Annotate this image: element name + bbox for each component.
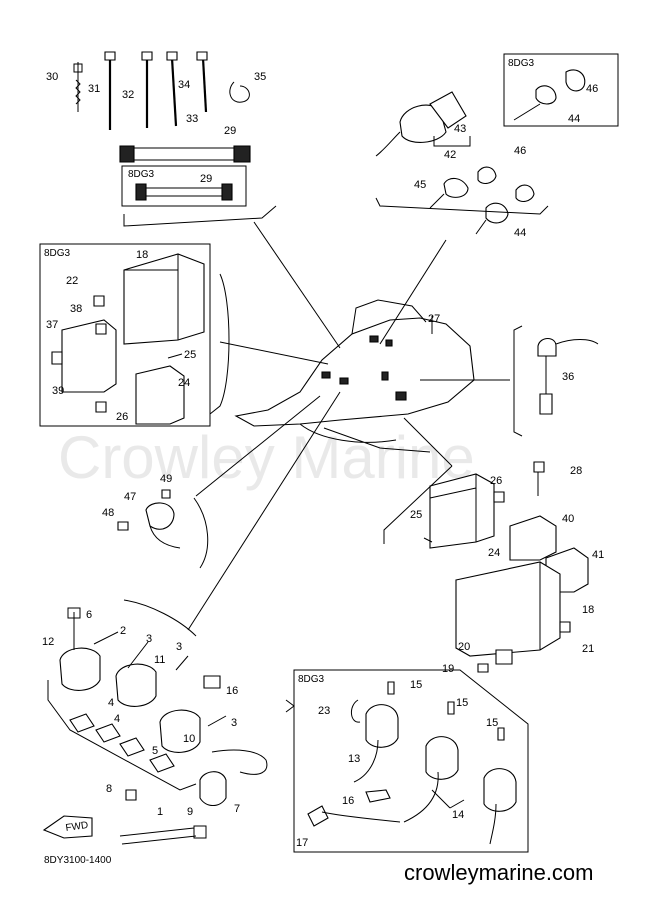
fwd-label: FWD <box>65 820 89 834</box>
callout-22: 22 <box>66 275 78 287</box>
callout-45: 45 <box>414 179 426 191</box>
callout-49: 49 <box>160 473 172 485</box>
callout-29: 29 <box>224 125 236 137</box>
callout-1: 1 <box>157 806 163 818</box>
callout-16: 16 <box>226 685 238 697</box>
callout-28: 28 <box>570 465 582 477</box>
callout-35: 35 <box>254 71 266 83</box>
callout-19: 19 <box>442 663 454 675</box>
callout-3: 3 <box>146 633 152 645</box>
callout-24: 24 <box>178 377 190 389</box>
website-label: crowleymarine.com <box>404 860 594 885</box>
callout-33: 33 <box>186 113 198 125</box>
callout-20: 20 <box>458 641 470 653</box>
callout-46: 46 <box>586 83 598 95</box>
callout-15: 15 <box>456 697 468 709</box>
group-top-right-main-switch <box>375 53 619 235</box>
callout-4: 4 <box>108 697 114 709</box>
callout-32: 32 <box>122 89 134 101</box>
group-top-left-harness-parts <box>73 51 277 227</box>
callout-26: 26 <box>116 411 128 423</box>
callout-43: 43 <box>454 123 466 135</box>
callout-18: 18 <box>136 249 148 261</box>
callout-31: 31 <box>88 83 100 95</box>
variant-tag: 8DG3 <box>128 169 155 180</box>
callout-15: 15 <box>486 717 498 729</box>
callout-3: 3 <box>176 641 182 653</box>
callout-15: 15 <box>410 679 422 691</box>
callout-47: 47 <box>124 491 136 503</box>
callout-2: 2 <box>120 625 126 637</box>
fwd-arrow-icon <box>42 815 93 839</box>
callout-13: 13 <box>348 753 360 765</box>
callout-3: 3 <box>231 717 237 729</box>
callout-27: 27 <box>428 313 440 325</box>
callout-46: 46 <box>514 145 526 157</box>
callout-labels: 1 2 3 3 3 4 4 5 6 7 8 9 10 11 12 13 14 1… <box>42 71 604 849</box>
callout-10: 10 <box>183 733 195 745</box>
variant-tag: 8DG3 <box>508 58 535 69</box>
watermark: Crowley Marine <box>58 424 475 491</box>
callout-38: 38 <box>70 303 82 315</box>
variant-tag: 8DG3 <box>44 248 71 259</box>
callout-9: 9 <box>187 806 193 818</box>
callout-44: 44 <box>514 227 526 239</box>
callout-34: 34 <box>178 79 190 91</box>
callout-6: 6 <box>86 609 92 621</box>
callout-8: 8 <box>106 783 112 795</box>
callout-41: 41 <box>592 549 604 561</box>
callout-42: 42 <box>444 149 456 161</box>
callout-23: 23 <box>318 705 330 717</box>
callout-18: 18 <box>582 604 594 616</box>
group-right-sensor <box>513 325 599 437</box>
callout-14: 14 <box>452 809 464 821</box>
callout-39: 39 <box>52 385 64 397</box>
callout-44: 44 <box>568 113 580 125</box>
callout-24: 24 <box>488 547 500 559</box>
callout-30: 30 <box>46 71 58 83</box>
group-right-middle-units <box>383 461 589 673</box>
callout-16: 16 <box>342 795 354 807</box>
group-bottom-right-coils-8dg3 <box>285 669 529 853</box>
callout-17: 17 <box>296 837 308 849</box>
group-bottom-left-ignition-coils <box>42 599 268 845</box>
variant-tag: 8DG3 <box>298 674 325 685</box>
group-left-cdi-unit <box>39 243 230 427</box>
callout-36: 36 <box>562 371 574 383</box>
callout-40: 40 <box>562 513 574 525</box>
callout-26: 26 <box>490 475 502 487</box>
callout-25: 25 <box>410 509 422 521</box>
group-center-snowmobile <box>187 221 510 631</box>
callout-21: 21 <box>582 643 594 655</box>
callout-25: 25 <box>184 349 196 361</box>
callout-7: 7 <box>234 803 240 815</box>
callout-5: 5 <box>152 745 158 757</box>
callout-37: 37 <box>46 319 58 331</box>
diagram-code: 8DY3100-1400 <box>44 855 112 866</box>
callout-29: 29 <box>200 173 212 185</box>
callout-12: 12 <box>42 636 54 648</box>
group-left-switch-47 <box>117 489 209 569</box>
callout-48: 48 <box>102 507 114 519</box>
callout-4: 4 <box>114 713 120 725</box>
callout-11: 11 <box>154 654 165 666</box>
